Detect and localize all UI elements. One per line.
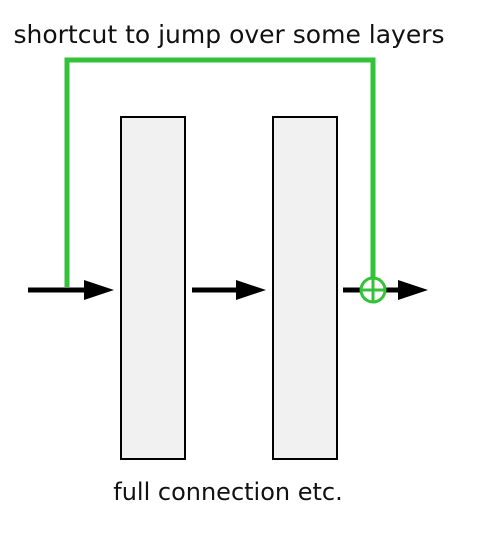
circled-plus-icon	[359, 276, 387, 304]
input-arrow	[28, 280, 114, 300]
middle-arrow	[192, 280, 266, 300]
shortcut-label: shortcut to jump over some layers	[13, 20, 445, 49]
layer-box-2	[272, 116, 338, 460]
layer-box-1	[120, 116, 186, 460]
shortcut-connection	[64, 57, 376, 287]
layers-caption: full connection etc.	[113, 478, 343, 506]
